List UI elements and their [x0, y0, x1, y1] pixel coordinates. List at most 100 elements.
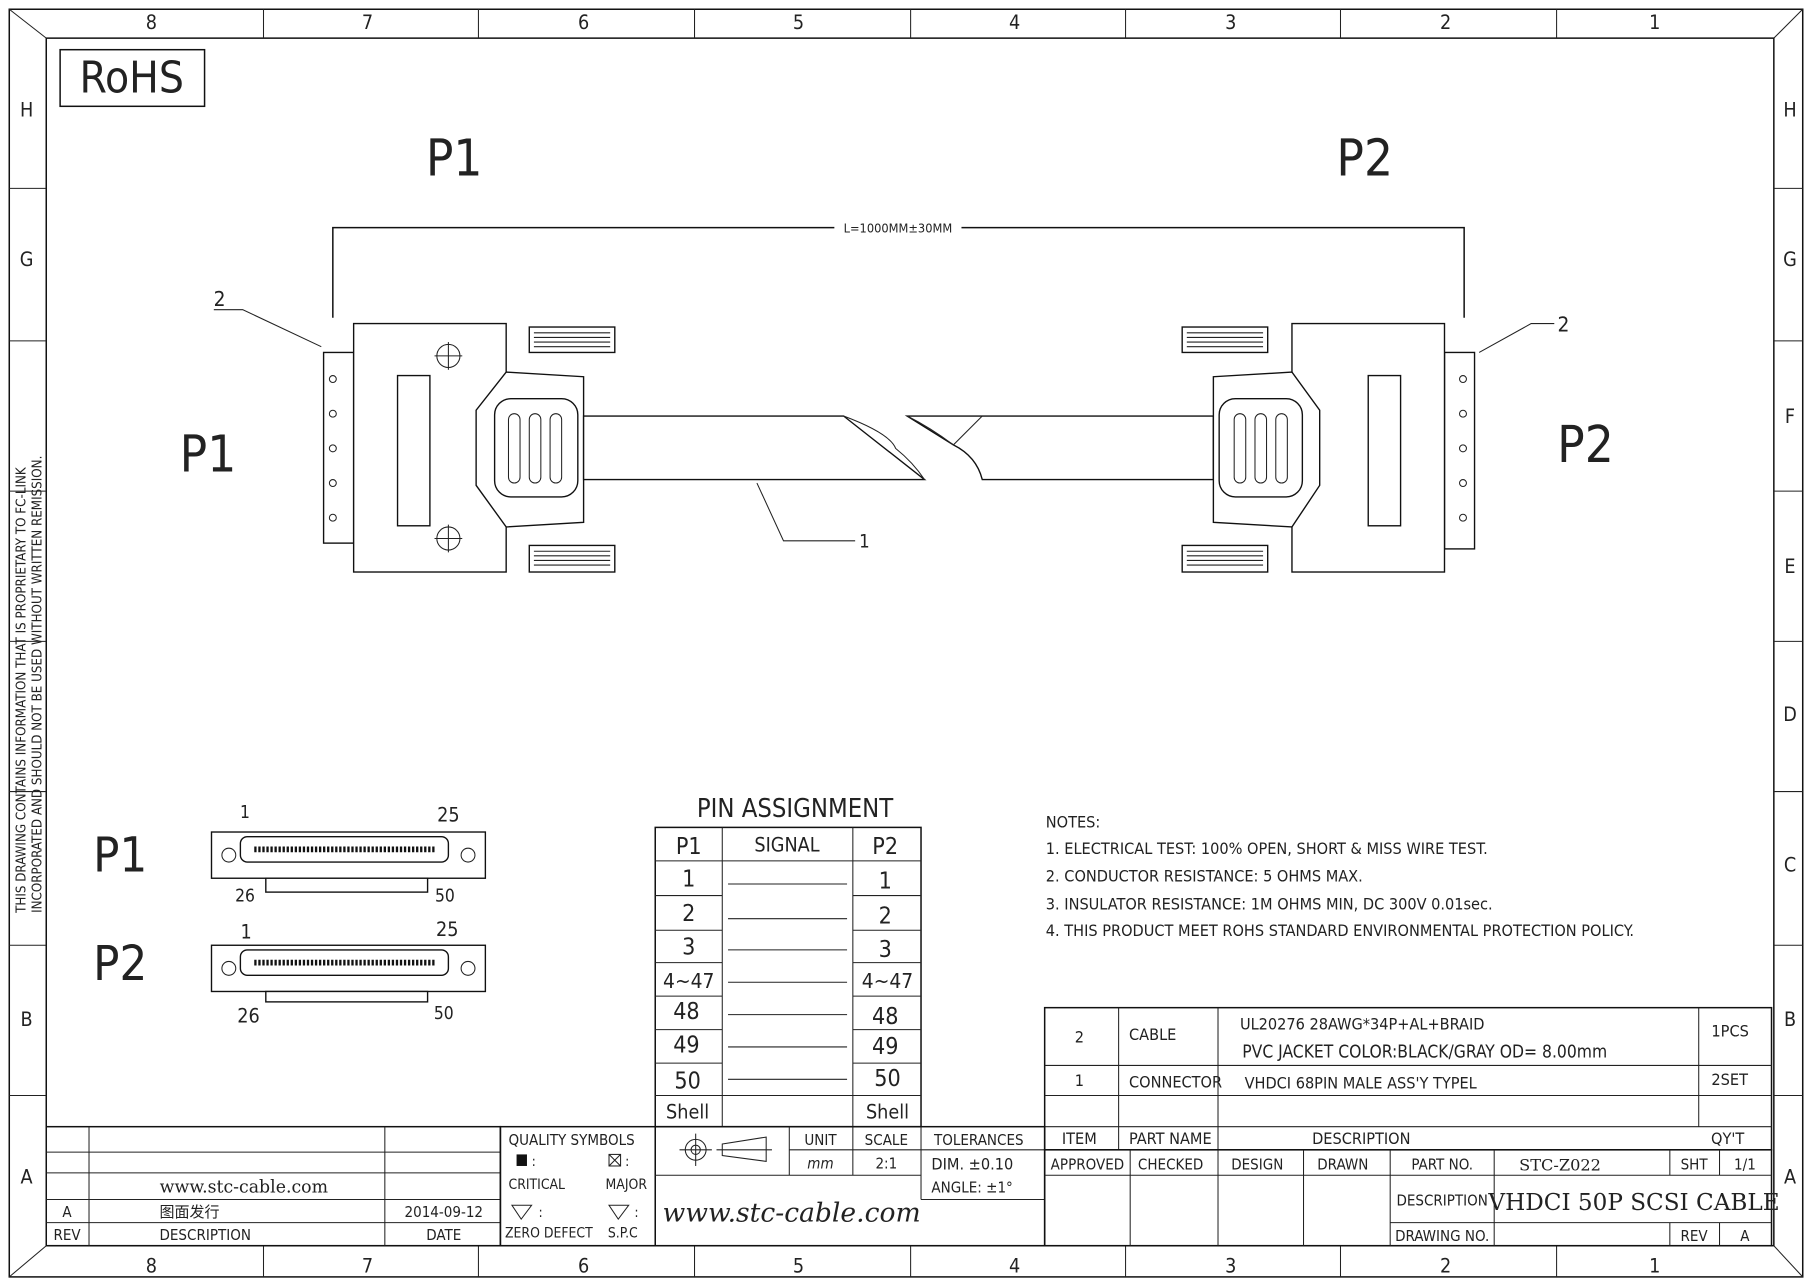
pin-label: 26 — [237, 1005, 259, 1028]
length-dimension: L=1000MM±30MM — [332, 220, 1465, 318]
bom-header-part: PART NAME — [1129, 1129, 1212, 1148]
zero-defect-symbol-icon — [510, 1204, 533, 1221]
col-label: 1 — [1649, 1254, 1660, 1277]
unit-label: UNIT — [804, 1131, 837, 1149]
callout-item-1: 1 — [859, 532, 870, 553]
col-label: 7 — [362, 11, 373, 34]
description-label: DESCRIPTION — [1396, 1191, 1487, 1209]
quality-title: QUALITY SYMBOLS — [508, 1131, 634, 1149]
sheet-value: 1/1 — [1734, 1155, 1756, 1173]
drawn-label: DRAWN — [1317, 1155, 1368, 1173]
quality-symbols: QUALITY SYMBOLS : : CRITICAL MAJOR : : Z… — [499, 1125, 656, 1247]
rev-description: 图面发行 — [159, 1203, 219, 1221]
pin-p2: 49 — [872, 1034, 898, 1060]
callout-item-2-right: 2 — [1558, 313, 1570, 337]
row-label: A — [1784, 1165, 1796, 1188]
pin-p1: 48 — [673, 999, 699, 1025]
major-symbol-icon — [608, 1153, 622, 1167]
header-p1: P1 — [676, 834, 702, 860]
row-labels: H G A B H G F E D C B A — [20, 99, 1797, 1189]
row-label: F — [1785, 405, 1795, 428]
row-label: H — [20, 99, 33, 122]
drawing-no-label: DRAWING NO. — [1395, 1227, 1489, 1245]
pin-p2: 3 — [879, 937, 892, 963]
bom-header-desc: DESCRIPTION — [1312, 1129, 1410, 1148]
pin-p1: 1 — [682, 866, 695, 892]
col-label: 5 — [793, 1254, 804, 1277]
sheet-label: SHT — [1681, 1155, 1709, 1173]
p2-connector — [904, 322, 1476, 573]
pin-p1: 49 — [673, 1033, 699, 1059]
zero-defect-label: ZERO DEFECT — [505, 1226, 593, 1242]
revision-block: www.stc-cable.com A 图面发行 2014-09-12 REV … — [45, 1125, 502, 1247]
scale-value: 2:1 — [875, 1154, 897, 1172]
row-label: G — [1783, 248, 1797, 271]
pin-p2: 4~47 — [862, 969, 913, 993]
pin-label: 1 — [240, 803, 250, 823]
bom-qty: 1PCS — [1711, 1022, 1748, 1041]
header-signal: SIGNAL — [754, 834, 819, 857]
p1-face-view: P1 1 25 26 50 — [93, 803, 487, 906]
bom-header-item: ITEM — [1062, 1129, 1097, 1148]
website-large: www.stc-cable.com — [663, 1197, 921, 1228]
p1-connector — [322, 322, 927, 573]
notice-line: INCORPORATED AND SHOULD NOT BE USED WITH… — [31, 456, 46, 913]
col-label: 3 — [1225, 11, 1236, 34]
third-angle-projection-icon — [679, 1133, 772, 1166]
notice-line: THIS DRAWING CONTAINS INFORMATION THAT I… — [14, 466, 29, 914]
col-label: 5 — [793, 11, 804, 34]
callout-item-2-left: 2 — [214, 287, 226, 311]
drawing-frame: 8 7 6 5 4 3 2 1 8 7 6 5 4 3 2 1 H G A B … — [8, 8, 1804, 1278]
colon: : — [625, 1154, 629, 1170]
spc-label: S.P.C — [608, 1226, 638, 1242]
length-label: L=1000MM±30MM — [844, 220, 953, 235]
note-item: 1. ELECTRICAL TEST: 100% OPEN, SHORT & M… — [1046, 839, 1488, 858]
part-no-value: STC-Z022 — [1519, 1156, 1601, 1175]
bom-qty: 2SET — [1711, 1070, 1748, 1089]
projection-block: UNIT mm SCALE 2:1 TOLERANCES DIM. ±0.10 … — [654, 1125, 1046, 1247]
col-label: 4 — [1009, 1254, 1020, 1277]
drawing-title: VHDCI 50P SCSI CABLE — [1487, 1190, 1779, 1216]
notes-title: NOTES: — [1046, 812, 1101, 831]
callouts: 2 2 1 — [214, 287, 1570, 553]
major-label: MAJOR — [606, 1177, 648, 1193]
bom-item: 1 — [1075, 1071, 1084, 1090]
pin-label: 25 — [437, 804, 459, 827]
bom-desc: PVC JACKET COLOR:BLACK/GRAY OD= 8.00mm — [1242, 1042, 1607, 1062]
checked-label: CHECKED — [1138, 1155, 1203, 1173]
row-label: B — [1784, 1008, 1796, 1031]
col-label: 6 — [578, 11, 589, 34]
p2-title: P2 — [1336, 129, 1393, 188]
rev-header: REV — [53, 1226, 81, 1244]
rohs-label: RoHS — [80, 52, 184, 103]
colon: : — [539, 1205, 543, 1221]
critical-symbol-icon — [516, 1154, 527, 1166]
pin-p2: 48 — [872, 1004, 898, 1030]
rev-value: A — [62, 1203, 72, 1221]
col-label: 8 — [146, 11, 157, 34]
header-p2: P2 — [872, 834, 898, 860]
pin-label: 50 — [434, 1004, 454, 1024]
bom-desc: VHDCI 68PIN MALE ASS'Y TYPEL — [1245, 1074, 1478, 1093]
pin-p1: 4~47 — [663, 969, 714, 993]
approved-label: APPROVED — [1051, 1155, 1124, 1173]
pin-p2: 50 — [874, 1066, 900, 1092]
title-block: APPROVED CHECKED DESIGN DRAWN PART NO. S… — [1043, 1149, 1780, 1247]
row-label: A — [21, 1165, 33, 1188]
tolerances-title: TOLERANCES — [933, 1131, 1024, 1149]
design-label: DESIGN — [1231, 1155, 1283, 1173]
bom-header-qty: QY'T — [1711, 1129, 1744, 1148]
col-label: 8 — [146, 1254, 157, 1277]
unit-value: mm — [807, 1154, 833, 1172]
pin-p1: 50 — [674, 1069, 700, 1095]
pin-p1: 3 — [682, 935, 695, 961]
p1-side-label: P1 — [180, 424, 237, 483]
p2-side-label: P2 — [1557, 415, 1614, 474]
website-small: www.stc-cable.com — [160, 1178, 328, 1198]
colon: : — [532, 1154, 536, 1170]
spc-symbol-icon — [608, 1204, 630, 1221]
note-item: 4. THIS PRODUCT MEET ROHS STANDARD ENVIR… — [1046, 921, 1634, 940]
pin-p1: 2 — [682, 901, 695, 927]
pin-p2: 2 — [879, 903, 892, 929]
